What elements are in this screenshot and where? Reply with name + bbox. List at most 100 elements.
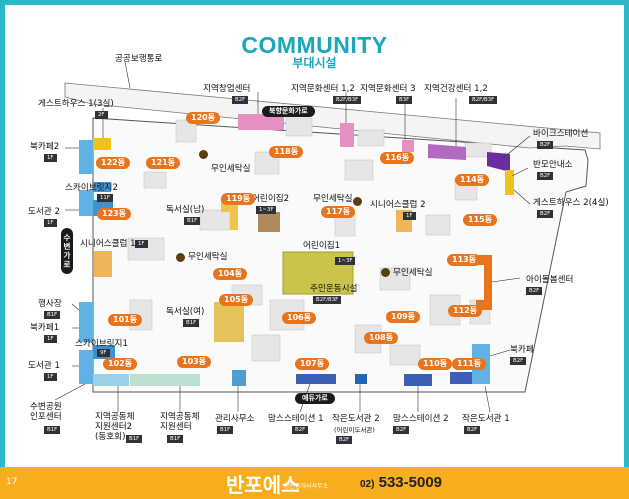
site-map bbox=[54, 61, 601, 413]
footer-bar: 17 반포에스 공인중개사사무소 02) 533-5009 bbox=[0, 467, 629, 499]
facility-label: 시니어스클럽 1 bbox=[80, 239, 136, 249]
facility-label: 반모안내소 bbox=[533, 160, 573, 170]
laundry-marker bbox=[199, 150, 208, 159]
dong-badge: 105동 bbox=[219, 294, 254, 306]
facility-label: 북카페1 bbox=[30, 323, 60, 333]
facility-label: 무인세탁실 bbox=[211, 164, 251, 174]
floor-badge: B2F bbox=[537, 141, 554, 149]
facility-label: 지역창업센터 bbox=[203, 84, 251, 94]
dong-badge: 107동 bbox=[295, 358, 330, 370]
page-title: COMMUNITY bbox=[241, 32, 388, 58]
facility-label: 게스트하우스 1(3실) bbox=[38, 99, 114, 109]
facility-label: 스카이브릿지2 bbox=[65, 183, 118, 193]
dong-badge: 111동 bbox=[452, 358, 487, 370]
floor-badge: 1F bbox=[403, 212, 416, 220]
dong-badge: 104동 bbox=[213, 268, 248, 280]
page-subtitle: 부대시설 bbox=[292, 56, 337, 70]
floor-badge: B2F bbox=[232, 96, 249, 104]
dong-badge: 115동 bbox=[463, 214, 498, 226]
dong-badge: 118동 bbox=[269, 146, 304, 158]
phone-number: 02) 533-5009 bbox=[360, 474, 442, 491]
facility-label: 행사장 bbox=[38, 299, 62, 309]
floor-badge: B1F bbox=[126, 435, 143, 443]
floor-badge: B2F bbox=[537, 172, 554, 180]
facility-label: 공공보행통로 bbox=[115, 54, 163, 64]
floor-badge: B2F bbox=[292, 426, 309, 434]
floor-badge: 1F bbox=[44, 219, 57, 227]
facility-label: 무인세탁실 bbox=[188, 252, 228, 262]
road-north: 북향문화가로 bbox=[262, 106, 315, 117]
facility-label: 스카이브릿지1 bbox=[75, 339, 128, 349]
floor-badge: B1F bbox=[217, 426, 234, 434]
facility-label: 어린이집2 bbox=[252, 194, 290, 204]
brand-subtitle: 공인중개사사무소 bbox=[284, 483, 329, 490]
facility-label: 도서관 1 bbox=[28, 361, 60, 371]
facility-label: 맘스스테이션 1 bbox=[268, 414, 324, 424]
dong-badge: 121동 bbox=[146, 157, 181, 169]
floor-badge: B2F bbox=[537, 210, 554, 218]
floor-badge: 11F bbox=[97, 194, 113, 202]
dong-badge: 120동 bbox=[186, 112, 221, 124]
facility-label: 게스트하우스 2(4실) bbox=[533, 198, 609, 208]
facility-label: 무인세탁실 bbox=[313, 194, 353, 204]
dong-badge: 113동 bbox=[447, 254, 482, 266]
dong-badge: 114동 bbox=[455, 174, 490, 186]
floor-badge: 2F bbox=[95, 111, 108, 119]
brand-logo: 반포에스 bbox=[226, 473, 300, 497]
facility-label: 관리사무소 bbox=[215, 414, 255, 424]
facility-sublabel: (어린이도서관) bbox=[334, 426, 375, 434]
floor-badge: B1F bbox=[167, 435, 184, 443]
facility-label: 독서실(남) bbox=[166, 205, 205, 215]
dong-badge: 123동 bbox=[97, 208, 132, 220]
facility-label: 시니어스클럽 2 bbox=[370, 200, 426, 210]
facility-label: 지역건강센터 1,2 bbox=[424, 84, 488, 94]
phone-digits: 533-5009 bbox=[378, 474, 443, 491]
dong-badge: 116동 bbox=[380, 152, 415, 164]
floor-badge: B1F bbox=[183, 319, 200, 327]
laundry-marker bbox=[353, 197, 362, 206]
dong-badge: 117동 bbox=[321, 206, 356, 218]
floor-badge: B2F/B3F bbox=[333, 96, 362, 104]
road-south: 예듀가로 bbox=[295, 393, 335, 404]
floor-badge: B1F bbox=[44, 311, 61, 319]
facility-label: 주민운동시설 bbox=[310, 284, 358, 294]
laundry-marker bbox=[381, 268, 390, 277]
floor-badge: B2F bbox=[526, 287, 543, 295]
dong-badge: 112동 bbox=[448, 305, 483, 317]
facility-label: 북카페 bbox=[510, 345, 534, 355]
floor-badge: 1~3F bbox=[335, 257, 356, 265]
floor-badge: 9F bbox=[97, 349, 110, 357]
dong-badge: 108동 bbox=[364, 332, 399, 344]
facility-label: 바이크스테이션 bbox=[533, 129, 589, 139]
floor-badge: 1F bbox=[44, 335, 57, 343]
facility-label: 북카페2 bbox=[30, 142, 60, 152]
facility-label: 무인세탁실 bbox=[393, 268, 433, 278]
laundry-marker bbox=[176, 253, 185, 262]
floor-badge: B1F bbox=[184, 217, 201, 225]
dong-badge: 110동 bbox=[418, 358, 453, 370]
floor-badge: B2F bbox=[393, 426, 410, 434]
floor-badge: B2F/B3F bbox=[469, 96, 498, 104]
facility-label: 작은도서관 2 bbox=[332, 414, 380, 424]
facility-label: 도서관 2 bbox=[28, 207, 60, 217]
facility-label: 작은도서관 1 bbox=[462, 414, 510, 424]
facility-label: 지역문화센터 3 bbox=[360, 84, 416, 94]
page-number: 17 bbox=[6, 477, 18, 487]
floor-badge: B2F bbox=[464, 426, 481, 434]
floor-badge: B2F bbox=[336, 436, 353, 444]
floor-badge: B2F/B3F bbox=[313, 296, 342, 304]
facility-label: 아이돌봄센터 bbox=[526, 275, 574, 285]
facility-label: 맘스스테이션 2 bbox=[393, 414, 449, 424]
dong-badge: 103동 bbox=[177, 356, 212, 368]
floor-badge: B1F bbox=[44, 426, 61, 434]
dong-badge: 119동 bbox=[221, 193, 256, 205]
floor-badge: 1F bbox=[44, 154, 57, 162]
dong-badge: 106동 bbox=[282, 312, 317, 324]
floor-badge: B3F bbox=[396, 96, 413, 104]
